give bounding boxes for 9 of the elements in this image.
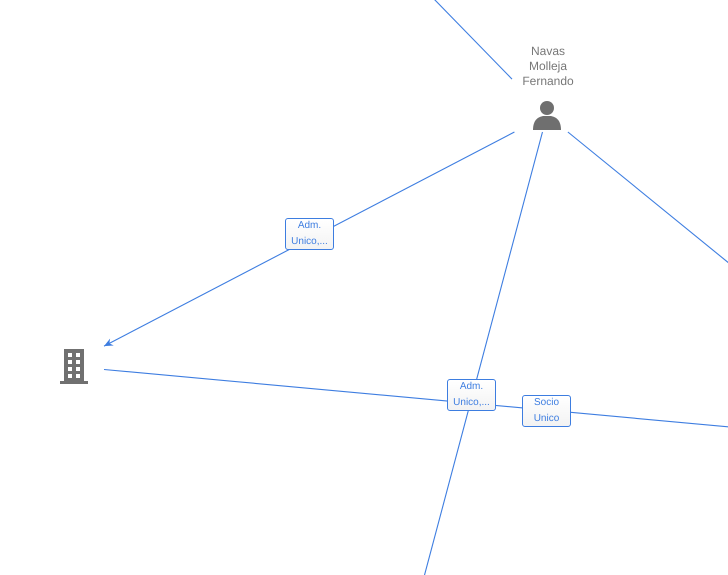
edge-label: Socio Unico xyxy=(522,395,571,427)
arrow xyxy=(104,132,515,347)
building-icon xyxy=(58,348,90,384)
connector-line xyxy=(432,0,512,80)
person-name: Navas Molleja Fernando xyxy=(521,44,575,89)
connector-line xyxy=(423,132,543,575)
connector-line xyxy=(568,132,728,264)
edge-label: Adm. Unico,... xyxy=(285,218,334,250)
edge-label: Adm. Unico,... xyxy=(447,379,496,411)
